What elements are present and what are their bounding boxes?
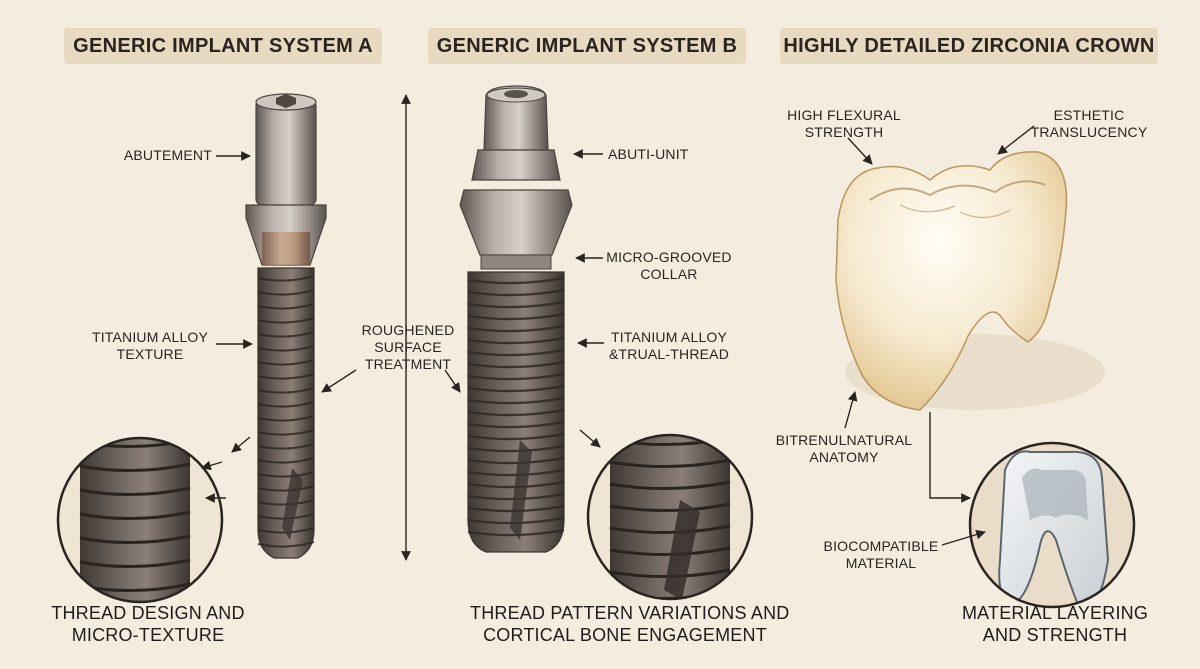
thread-ridge (467, 288, 565, 297)
label-natural-anatomy: BITRENULNATURAL ANATOMY (775, 432, 913, 465)
implant-b-abutment-flare (459, 189, 573, 256)
thread-ridge (257, 275, 315, 282)
thread-ridge (257, 289, 315, 296)
thread-ridge (257, 331, 315, 338)
thread-ridge (257, 387, 315, 394)
thread-ridge (257, 471, 315, 478)
implant-a-abutment-post (255, 99, 317, 206)
thread-ridge (257, 359, 315, 366)
label-micro-grooved-collar: MICRO-GROOVED COLLAR (606, 249, 732, 282)
thread-ridge (609, 458, 731, 469)
thread-ridge (257, 401, 315, 408)
thread-ridge (257, 485, 315, 492)
thread-ridge (467, 408, 565, 417)
panel-a-title: GENERIC IMPLANT SYSTEM A (64, 28, 382, 64)
thread-ridge (257, 429, 315, 436)
thread-ridge (257, 317, 315, 324)
magnifier-c (968, 441, 1136, 609)
thread-ridge (467, 432, 565, 441)
label-roughened-surface: ROUGHENED SURFACE TREATMENT (361, 322, 455, 372)
thread-ridge (609, 502, 731, 513)
label-titanium-texture: TITANIUM ALLOY TEXTURE (91, 329, 209, 362)
thread-ridge (467, 456, 565, 465)
thread-ridge (467, 348, 565, 357)
thread-ridge (609, 546, 731, 557)
thread-ridge (467, 420, 565, 429)
caption-a: THREAD DESIGN AND MICRO-TEXTURE (51, 603, 245, 645)
thread-ridge (467, 372, 565, 381)
label-high-flexural-strength: HIGH FLEXURAL STRENGTH (787, 107, 901, 140)
implant-a (245, 93, 327, 559)
implant-a-collar (262, 232, 310, 265)
thread-ridge (467, 336, 565, 345)
magnifier-a (56, 436, 224, 604)
thread-ridge (79, 534, 191, 545)
label-titanium-trual-thread: TITANIUM ALLOY &TRUAL-THREAD (608, 329, 730, 362)
thread-ridge (467, 444, 565, 453)
thread-ridge (257, 303, 315, 310)
thread-ridge (257, 373, 315, 380)
label-esthetic-translucency: ESTHETIC TRANSLUCENCY (1030, 107, 1148, 140)
thread-ridge (79, 486, 191, 497)
thread-ridge (467, 300, 565, 309)
thread-ridge (467, 360, 565, 369)
annotation-arrows (201, 94, 1035, 561)
implant-b (459, 85, 573, 553)
implant-a-threads (257, 275, 315, 548)
panel-b-title: GENERIC IMPLANT SYSTEM B (428, 28, 746, 64)
thread-ridge (467, 312, 565, 321)
label-abutement: ABUTEMENT (123, 147, 212, 163)
thread-ridge (467, 468, 565, 477)
thread-ridge (467, 384, 565, 393)
implant-b-cutting-groove (510, 440, 532, 540)
thread-ridge (257, 415, 315, 422)
caption-c: MATERIAL LAYERING AND STRENGTH (961, 603, 1149, 645)
thread-ridge (79, 558, 191, 569)
implant-b-abutment-step (471, 149, 561, 181)
thread-ridge (609, 480, 731, 491)
label-biocompatible-material: BIOCOMPATIBLE MATERIAL (823, 538, 939, 571)
caption-b: THREAD PATTERN VARIATIONS AND CORTICAL B… (470, 603, 790, 645)
thread-ridge (467, 396, 565, 405)
thread-ridge (467, 276, 565, 285)
thread-ridge (257, 443, 315, 450)
panel-c-title: HIGHLY DETAILED ZIRCONIA CROWN (780, 28, 1158, 64)
thread-ridge (257, 345, 315, 352)
implant-b-abutment-post (483, 85, 549, 151)
thread-ridge (609, 524, 731, 535)
zirconia-crown (835, 151, 1105, 411)
label-abuti-unit: ABUTI-UNIT (608, 146, 689, 162)
implant-a-hex-socket (276, 94, 296, 108)
implant-b-micro-collar (480, 254, 552, 270)
thread-ridge (79, 510, 191, 521)
magnifier-b (586, 433, 754, 601)
thread-ridge (79, 462, 191, 473)
thread-ridge (257, 541, 315, 548)
thread-ridge (467, 324, 565, 333)
implant-a-cutting-groove (282, 468, 303, 540)
crown-body (835, 151, 1068, 411)
thread-ridge (257, 457, 315, 464)
